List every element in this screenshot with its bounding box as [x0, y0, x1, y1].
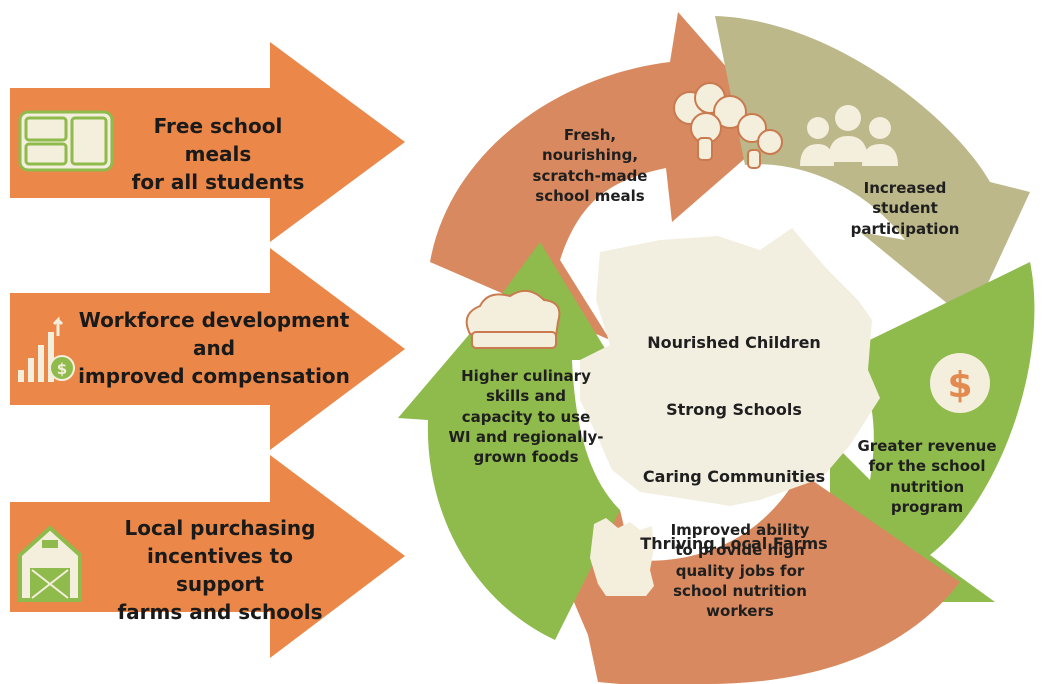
cycle-label-revenue: Greater revenue for the school nutrition… — [857, 437, 997, 516]
svg-text:$: $ — [57, 360, 67, 378]
cycle-step-culinary-wedge — [398, 242, 620, 640]
cycle-label-fresh-meals: Fresh, nourishing, scratch-made school m… — [532, 126, 648, 205]
dollar-icon: $ — [930, 353, 990, 413]
lunch-tray-icon — [18, 110, 114, 172]
cycle-center — [580, 228, 880, 506]
input-label-workforce: Workforce development and improved compe… — [78, 308, 350, 388]
svg-text:$: $ — [947, 365, 972, 406]
barn-icon — [18, 525, 82, 602]
center-line: Caring Communities — [642, 466, 826, 486]
students-group-icon — [800, 105, 898, 166]
center-line: Strong Schools — [666, 399, 802, 419]
cycle-label-participation: Increased student participation — [850, 179, 960, 238]
input-label-free-meals: Free school meals for all students — [131, 114, 305, 194]
cycle-label-culinary: Higher culinary skills and capacity to u… — [448, 367, 604, 466]
cycle-label-jobs: Improved ability to provide high quality… — [670, 521, 810, 620]
input-arrow-workforce — [10, 248, 405, 450]
growth-chart-dollar-icon: $ — [18, 316, 75, 382]
cycle-center-text: Nourished Children Strong Schools Caring… — [622, 292, 846, 594]
cycle-step-revenue-wedge — [830, 262, 1035, 602]
input-arrow-local-purchasing — [10, 455, 405, 658]
center-line: Nourished Children — [647, 332, 821, 352]
cycle-step-jobs-wedge — [556, 472, 960, 684]
input-arrow-free-meals — [10, 42, 405, 242]
chef-hat-icon — [465, 289, 561, 349]
broccoli-icon — [673, 82, 783, 169]
cycle-step-participation-wedge — [715, 16, 1030, 322]
center-line: Thriving Local Farms — [640, 534, 828, 554]
wisconsin-map-icon — [590, 518, 654, 596]
input-label-local-purchasing: Local purchasing incentives to support f… — [117, 516, 323, 624]
